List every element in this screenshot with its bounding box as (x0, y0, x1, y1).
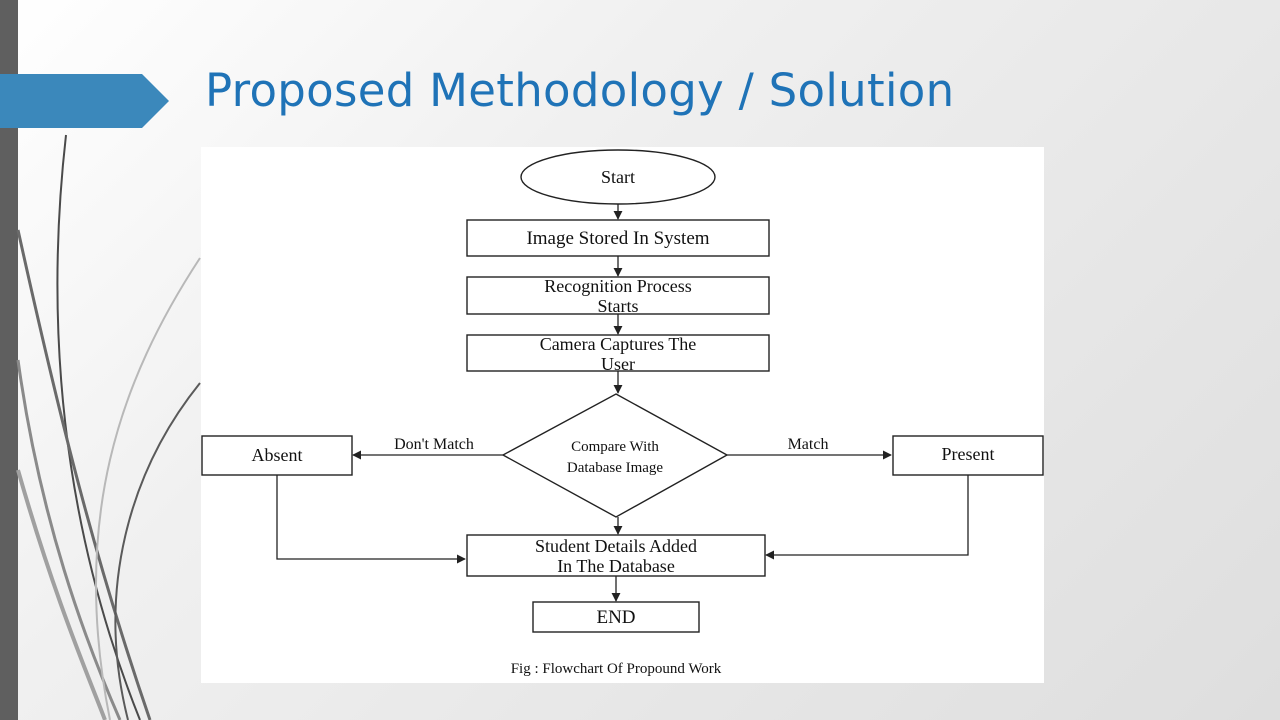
node-student-label-line1: Student Details Added (535, 536, 697, 556)
title-arrow-shape (0, 74, 169, 128)
node-present-label: Present (942, 444, 995, 464)
node-start (520, 149, 716, 205)
node-absent-label: Absent (252, 445, 303, 465)
node-end (532, 601, 700, 633)
node-start-label: Start (601, 167, 635, 187)
left-accent-bar (0, 0, 18, 720)
flowchart-edges (276, 204, 969, 602)
node-recognition-label-line1: Recognition Process (544, 276, 691, 296)
node-recognition-process (466, 276, 770, 315)
edge-absent-to-student (276, 475, 466, 564)
decorative-curves (16, 134, 201, 720)
flowchart-figure: Don't Match Match Start Image Stored In … (201, 147, 1044, 683)
node-student-details (466, 534, 766, 577)
figure-caption: Fig : Flowchart Of Propound Work (511, 661, 722, 677)
node-image-stored (466, 219, 770, 257)
node-camera-label-line1: Camera Captures The (540, 334, 697, 354)
node-compare-label-line1: Compare With (571, 439, 659, 455)
node-recognition-label-line2: Starts (597, 296, 638, 316)
node-camera-label-line2: User (601, 354, 635, 374)
flowchart-diagram: Don't Match Match Start Image Stored In … (201, 149, 1044, 677)
node-end-label: END (596, 607, 635, 628)
edge-label-match: Match (788, 436, 829, 453)
slide-title: Proposed Methodology / Solution (205, 64, 955, 117)
node-student-label-line2: In The Database (557, 556, 675, 576)
node-present (892, 435, 1044, 476)
node-camera-captures (466, 334, 770, 372)
node-image-stored-label: Image Stored In System (526, 228, 709, 249)
node-compare-decision (501, 393, 729, 518)
edge-present-to-student (765, 475, 969, 560)
edge-label-dont-match: Don't Match (394, 436, 474, 453)
node-compare-label-line2: Database Image (567, 460, 664, 476)
node-absent (201, 435, 353, 476)
